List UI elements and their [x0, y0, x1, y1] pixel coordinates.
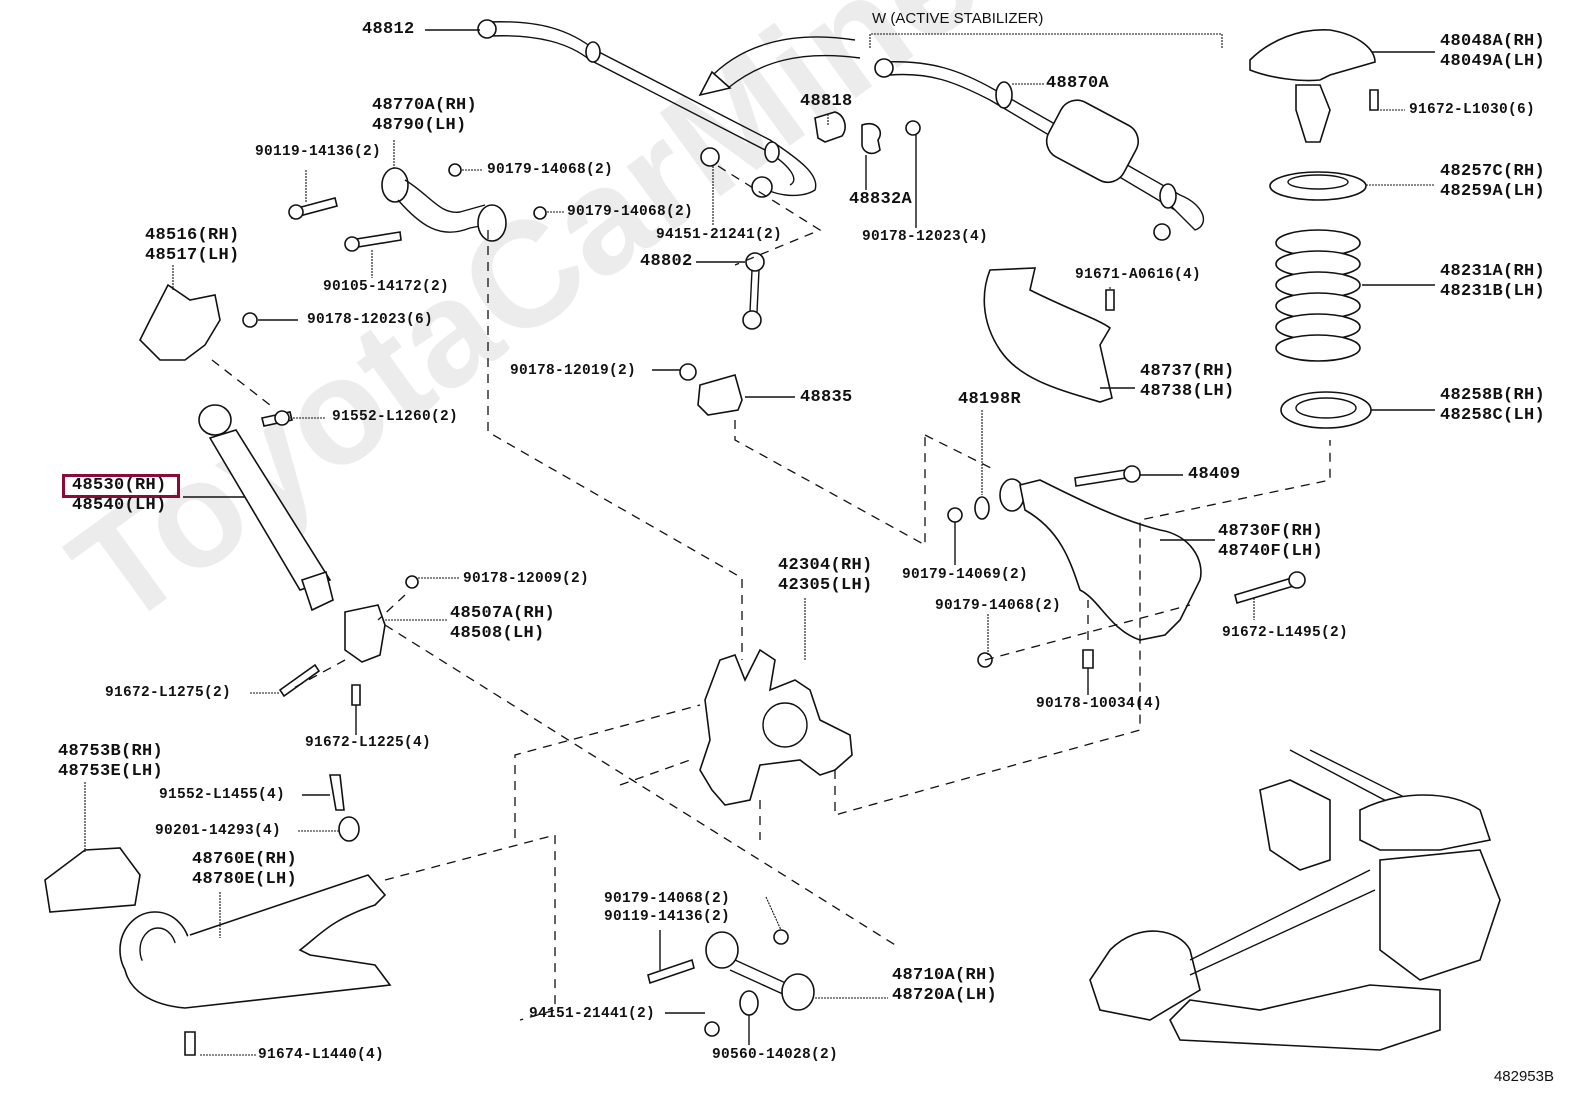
assembled-view-drawing: [1089, 749, 1501, 1051]
part-label-42304[interactable]: 42304(RH)42305(LH): [778, 556, 873, 595]
bolt-91671: [1105, 289, 1115, 311]
part-label-48753B[interactable]: 48753B(RH)48753E(LH): [58, 742, 164, 781]
part-label-90178-12023[interactable]: 90178-12023(6): [307, 312, 434, 328]
part-label-48257C[interactable]: 48257C(RH)48259A(LH): [1440, 162, 1546, 201]
part-label-90105-14172[interactable]: 90105-14172(2): [323, 279, 450, 295]
trailing-arm-48760E-drawing: [119, 874, 392, 1056]
arrow-curve: [707, 36, 856, 81]
bracket-48507A: [344, 604, 386, 663]
lower-arm-48730F-drawing: [947, 465, 1306, 669]
part-label-48730F[interactable]: 48730F(RH)48740F(LH): [1218, 522, 1324, 561]
arrow-curve-inner: [727, 54, 861, 89]
part-label-48737[interactable]: 48737(RH)48738(LH): [1140, 362, 1235, 401]
cover-48737: [983, 267, 1113, 403]
part-label-90201-14293[interactable]: 90201-14293(4): [155, 823, 282, 839]
part-label-91552-L1260[interactable]: 91552-L1260(2): [332, 409, 459, 425]
bolt-91672-L1275: [278, 663, 321, 698]
part-label-91552-L1455[interactable]: 91552-L1455(4): [159, 787, 286, 803]
part-label-48832A[interactable]: 48832A: [849, 190, 913, 209]
lateral-link-48710A-drawing: [647, 929, 815, 1037]
part-label-48048A[interactable]: 48048A(RH)48049A(LH): [1440, 32, 1546, 71]
part-label-90178-12009[interactable]: 90178-12009(2): [463, 571, 590, 587]
part-label-48835[interactable]: 48835: [800, 388, 853, 407]
assembly-dashed-lines: [211, 165, 1331, 1021]
knuckle-hub-bore: [762, 702, 808, 748]
part-label-48198R[interactable]: 48198R: [958, 390, 1022, 409]
nut-90178-12009: [405, 575, 419, 589]
bolt-91552-L1455: [329, 774, 345, 811]
part-label-90119-14136[interactable]: 90119-14136(2): [255, 144, 382, 160]
illustration-code: 482953B: [1493, 1068, 1554, 1085]
active-stabilizer-drawing: [874, 58, 1205, 241]
part-label-90560-14028[interactable]: 90560-14028(2): [712, 1047, 839, 1063]
part-label-90179-14068[interactable]: 90179-14068(2): [487, 162, 614, 178]
part-label-48530-highlighted[interactable]: 48530(RH)48540(LH): [72, 476, 167, 515]
part-label-48812[interactable]: 48812: [362, 20, 415, 39]
stabilizer-link-drawing: [679, 252, 765, 416]
part-label-90179-14068-90119-14136[interactable]: 90179-14068(2)90119-14136(2): [604, 891, 731, 925]
part-label-48818[interactable]: 48818: [800, 92, 853, 111]
bracket-48516: [139, 283, 221, 361]
part-label-48409[interactable]: 48409: [1188, 465, 1241, 484]
part-label-91671-A0616[interactable]: 91671-A0616(4): [1075, 267, 1202, 283]
stabilizer-bar-drawing: [477, 19, 817, 198]
bolt-head: [288, 204, 304, 220]
nut: [448, 163, 462, 177]
part-label-48231A[interactable]: 48231A(RH)48231B(LH): [1440, 262, 1546, 301]
part-label-48760E[interactable]: 48760E(RH)48780E(LH): [192, 850, 298, 889]
bolt-91672-L1225: [351, 684, 361, 706]
knuckle-42304: [699, 648, 853, 806]
part-label-94151-21241[interactable]: 94151-21241(2): [656, 227, 783, 243]
part-label-48770A[interactable]: 48770A(RH)48790(LH): [372, 96, 478, 135]
part-label-90179-14068[interactable]: 90179-14068(2): [935, 598, 1062, 614]
part-label-90179-14068[interactable]: 90179-14068(2): [567, 204, 694, 220]
part-label-48870A[interactable]: 48870A: [1046, 74, 1110, 93]
part-label-48258B[interactable]: 48258B(RH)48258C(LH): [1440, 386, 1546, 425]
nut-94151-21241: [700, 147, 720, 167]
part-label-91674-L1440[interactable]: 91674-L1440(4): [258, 1047, 385, 1063]
part-label-90178-12019[interactable]: 90178-12019(2): [510, 363, 637, 379]
part-label-91672-L1495[interactable]: 91672-L1495(2): [1222, 625, 1349, 641]
part-label-90179-14069[interactable]: 90179-14069(2): [902, 567, 1029, 583]
nut-90178-12023: [242, 312, 258, 328]
bracket-48832A: [861, 122, 882, 155]
spring-assembly-drawing: [1249, 29, 1379, 429]
shock-absorber-drawing: [198, 404, 334, 612]
part-label-48516[interactable]: 48516(RH)48517(LH): [145, 226, 240, 265]
part-label-48710A[interactable]: 48710A(RH)48720A(LH): [892, 966, 998, 1005]
part-label-48802[interactable]: 48802: [640, 252, 693, 271]
part-label-91672-L1275[interactable]: 91672-L1275(2): [105, 685, 232, 701]
washer-90201-14293: [338, 816, 360, 842]
nut: [533, 206, 547, 220]
nut-90178-12023: [905, 120, 921, 136]
part-label-94151-21441[interactable]: 94151-21441(2): [529, 1006, 656, 1022]
upper-arm-drawing: [381, 167, 507, 242]
part-label-48507A[interactable]: 48507A(RH)48508(LH): [450, 604, 556, 643]
part-label-90178-10034[interactable]: 90178-10034(4): [1036, 696, 1163, 712]
highlight-box: [62, 474, 180, 498]
part-label-90178-12023[interactable]: 90178-12023(4): [862, 229, 989, 245]
part-label-91672-L1225[interactable]: 91672-L1225(4): [305, 735, 432, 751]
arrow-head: [698, 70, 732, 97]
leader-lines: [84, 29, 1435, 1056]
active-stabilizer-title: W (ACTIVE STABILIZER): [872, 10, 1044, 27]
bushing-48818: [814, 111, 846, 143]
part-label-91672-L1030[interactable]: 91672-L1030(6): [1409, 102, 1536, 118]
bolt-head: [344, 236, 360, 252]
active-stabilizer-bracket: [869, 33, 1223, 48]
cover-48753B: [44, 847, 141, 913]
